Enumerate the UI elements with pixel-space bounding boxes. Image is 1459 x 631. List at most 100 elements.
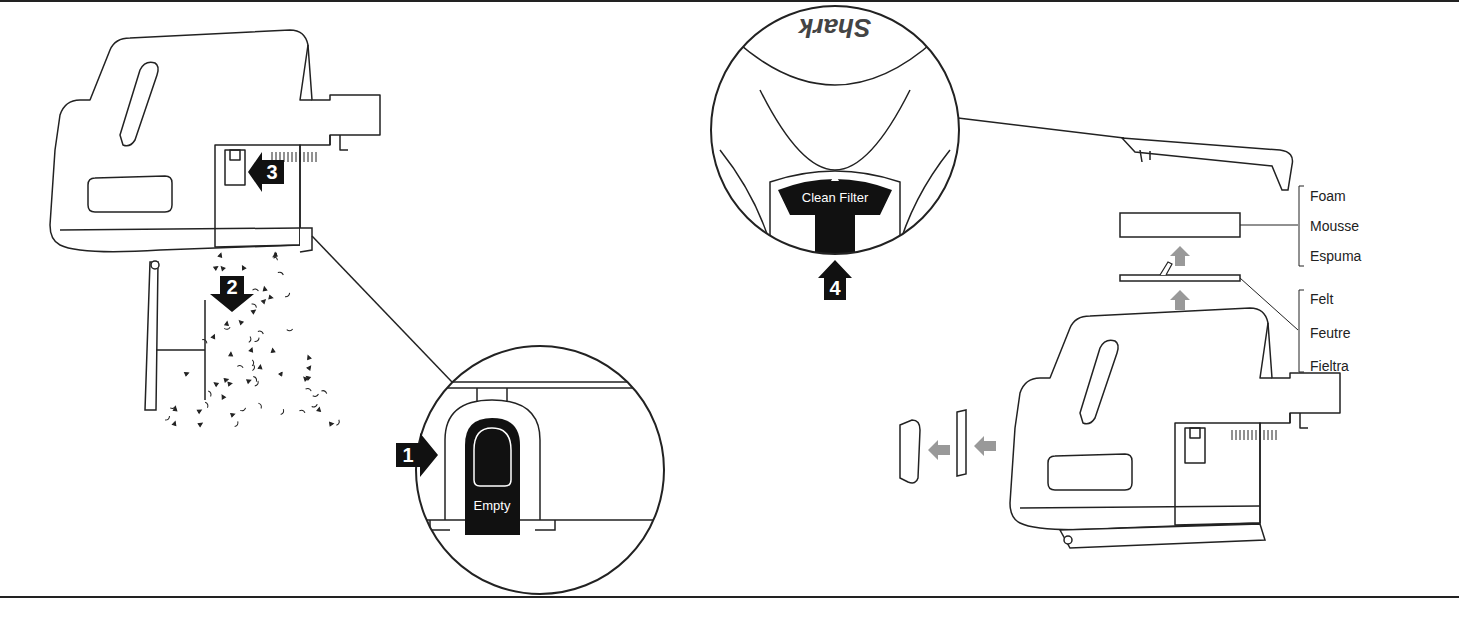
vacuum-body bbox=[50, 30, 380, 252]
callout-number: 3 bbox=[266, 162, 277, 182]
debris-particle bbox=[262, 287, 267, 292]
debris-particle bbox=[224, 322, 229, 327]
callout-number: 4 bbox=[829, 278, 840, 298]
callout-arrow bbox=[818, 260, 852, 300]
debris-particle bbox=[218, 253, 222, 258]
debris-particle bbox=[253, 376, 257, 382]
frame-line bbox=[0, 0, 1459, 2]
magnifier-circle bbox=[416, 346, 664, 594]
leader-line bbox=[312, 236, 452, 382]
callout-number: 2 bbox=[226, 277, 237, 297]
callout-number: 1 bbox=[402, 445, 413, 465]
felt-tab bbox=[1160, 262, 1172, 275]
debris-particle bbox=[312, 404, 318, 408]
debris-particle bbox=[270, 349, 275, 354]
debris-particle bbox=[257, 365, 262, 370]
debris-particle bbox=[202, 338, 208, 343]
frame-line bbox=[0, 596, 1459, 598]
debris-particle bbox=[258, 402, 262, 408]
filter-disc bbox=[957, 410, 966, 476]
debris-particle bbox=[205, 402, 209, 408]
magnified-button bbox=[400, 340, 680, 600]
filter-lid bbox=[1140, 150, 1150, 162]
debris-particle bbox=[183, 371, 188, 376]
debris-particle bbox=[285, 293, 291, 298]
debris-particle bbox=[249, 348, 253, 353]
debris-particle bbox=[241, 266, 246, 271]
debris-particle bbox=[268, 295, 273, 300]
debris-particle bbox=[328, 421, 333, 426]
debris-particle bbox=[255, 381, 260, 387]
debris-particle bbox=[255, 338, 261, 343]
dust-door bbox=[145, 228, 312, 410]
debris-particle bbox=[279, 372, 283, 376]
debris-particle bbox=[287, 329, 293, 331]
part-name: Felt bbox=[1310, 292, 1333, 306]
filter-lid bbox=[1122, 138, 1293, 190]
part-name: Mousse bbox=[1310, 219, 1359, 233]
part-name: Foam bbox=[1310, 189, 1346, 203]
magnified-lid bbox=[700, 0, 970, 260]
debris bbox=[165, 253, 340, 428]
debris-particle bbox=[273, 256, 279, 261]
debris-particle bbox=[197, 422, 202, 427]
tab-label: Clean Filter bbox=[802, 191, 868, 204]
debris-particle bbox=[227, 381, 232, 386]
debris-particle bbox=[307, 366, 311, 370]
debris-particle bbox=[228, 352, 233, 357]
debris-particle bbox=[246, 378, 251, 383]
debris-particle bbox=[258, 330, 264, 334]
debris-particle bbox=[220, 267, 225, 271]
debris-particle bbox=[278, 271, 284, 275]
direction-arrow bbox=[928, 440, 950, 460]
direction-arrow bbox=[974, 436, 996, 456]
debris-particle bbox=[249, 337, 252, 343]
debris-particle bbox=[252, 303, 258, 308]
debris-particle bbox=[313, 394, 319, 397]
debris-particle bbox=[306, 388, 312, 391]
debris-particle bbox=[316, 408, 321, 413]
debris-particle bbox=[299, 409, 305, 413]
vacuum-body bbox=[1010, 308, 1340, 548]
debris-particle bbox=[306, 376, 310, 380]
debris-particle bbox=[172, 422, 176, 427]
debris-particle bbox=[252, 365, 255, 371]
foam-filter bbox=[1120, 213, 1240, 237]
debris-particle bbox=[253, 289, 259, 291]
debris-particle bbox=[221, 395, 226, 400]
part-name: Feutre bbox=[1310, 326, 1350, 340]
debris-particle bbox=[196, 408, 201, 413]
part-name: Espuma bbox=[1310, 249, 1361, 263]
debris-particle bbox=[165, 416, 170, 421]
debris-particle bbox=[281, 409, 285, 415]
callout-arrow bbox=[396, 433, 438, 477]
callout-arrow bbox=[210, 276, 254, 312]
debris-particle bbox=[239, 321, 244, 325]
debris-particle bbox=[214, 383, 218, 387]
debris-particle bbox=[321, 390, 327, 394]
debris-particle bbox=[306, 356, 311, 361]
magnifier-circle bbox=[711, 6, 959, 254]
debris-particle bbox=[261, 299, 265, 304]
debris-particle bbox=[211, 335, 215, 340]
direction-arrow bbox=[1170, 290, 1190, 310]
leader-line bbox=[958, 118, 1124, 138]
button-label: Empty bbox=[474, 499, 511, 512]
debris-particle bbox=[229, 412, 234, 417]
debris-particle bbox=[336, 420, 340, 426]
callout-arrow bbox=[248, 152, 284, 192]
debris-particle bbox=[208, 390, 212, 396]
felt-filter bbox=[1120, 275, 1240, 281]
debris-particle bbox=[170, 406, 176, 410]
debris-particle bbox=[213, 265, 218, 270]
debris-particle bbox=[251, 309, 256, 314]
brand-logo: Shark bbox=[799, 15, 871, 41]
debris-particle bbox=[235, 421, 239, 427]
filter-cap bbox=[900, 420, 920, 483]
debris-particle bbox=[224, 327, 230, 330]
debris-particle bbox=[237, 365, 243, 368]
part-name: Fieltra bbox=[1310, 359, 1349, 373]
